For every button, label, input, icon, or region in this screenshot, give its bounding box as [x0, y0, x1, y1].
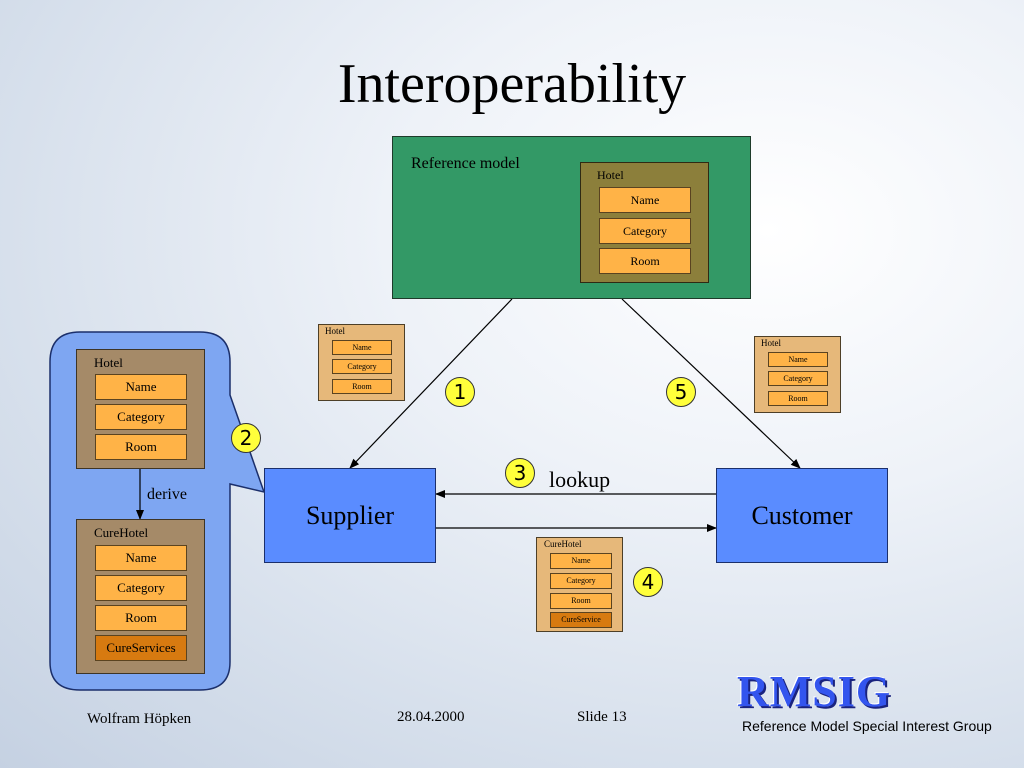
field-name: Name	[95, 374, 187, 400]
class-name: Hotel	[761, 338, 781, 348]
class-name: CureHotel	[544, 539, 582, 549]
lookup-label: lookup	[549, 467, 611, 492]
callout-curehotel-class: CureHotel Name Category Room CureService…	[76, 519, 205, 674]
footer-author: Wolfram Höpken	[87, 711, 192, 727]
field-name: Name	[768, 352, 828, 367]
class-name: Hotel	[325, 326, 345, 336]
exchange-curehotel-schema: CureHotel Name Category Room CureService	[536, 537, 623, 632]
supplier-box: Supplier	[264, 468, 436, 563]
field-name: Name	[95, 545, 187, 571]
logo-subtitle: Reference Model Special Interest Group	[742, 718, 992, 734]
supplier-hotel-schema: Hotel Name Category Room	[318, 324, 405, 401]
ref-to-customer-arrow	[621, 298, 801, 469]
class-name: CureHotel	[94, 525, 149, 540]
field-room: Room	[332, 379, 392, 394]
field-category: Category	[768, 371, 828, 386]
field-cureservices: CureServices	[95, 635, 187, 661]
field-category: Category	[332, 359, 392, 374]
ref-to-supplier-arrow	[349, 298, 513, 469]
class-name: Hotel	[597, 168, 624, 182]
class-name: Hotel	[94, 355, 123, 370]
footer-slide: Slide 13	[577, 709, 627, 725]
field-room: Room	[768, 391, 828, 406]
field-cureservice: CureService	[550, 612, 612, 628]
slide-title: Interoperability	[337, 53, 687, 115]
field-room: Room	[95, 605, 187, 631]
step-5-marker: 5	[666, 377, 696, 407]
field-category: Category	[599, 218, 691, 244]
reference-model-box: Reference model Hotel Name Category Room	[392, 136, 751, 299]
field-category: Category	[95, 404, 187, 430]
field-name: Name	[599, 187, 691, 213]
field-room: Room	[599, 248, 691, 274]
step-4-marker: 4	[633, 567, 663, 597]
rmsig-logo: RMSIG	[737, 666, 891, 717]
step-3-marker: 3	[505, 458, 535, 488]
step-2-marker: 2	[231, 423, 261, 453]
customer-box: Customer	[716, 468, 888, 563]
step-1-marker: 1	[445, 377, 475, 407]
field-category: Category	[95, 575, 187, 601]
field-room: Room	[95, 434, 187, 460]
reference-hotel-class: Hotel Name Category Room	[580, 162, 709, 283]
field-category: Category	[550, 573, 612, 589]
footer-date: 28.04.2000	[397, 709, 465, 725]
derive-label: derive	[147, 486, 187, 503]
field-name: Name	[332, 340, 392, 355]
reference-model-label: Reference model	[411, 155, 520, 172]
field-name: Name	[550, 553, 612, 569]
logo-text: RMSIG	[737, 667, 892, 716]
field-room: Room	[550, 593, 612, 609]
customer-hotel-schema: Hotel Name Category Room	[754, 336, 841, 413]
callout-hotel-class: Hotel Name Category Room	[76, 349, 205, 469]
